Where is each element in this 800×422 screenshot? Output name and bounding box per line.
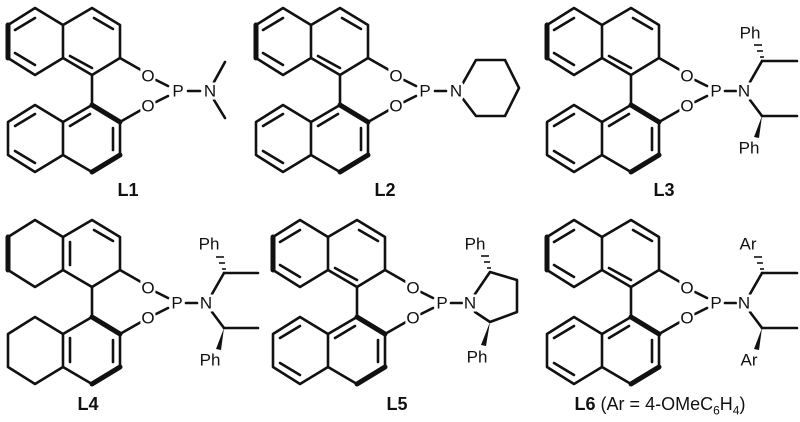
nitrogen-atom: N — [736, 81, 752, 101]
phosphorus-atom: P — [709, 81, 723, 101]
aryl-group: Ar — [738, 234, 758, 254]
phenyl-group: Ph — [198, 350, 222, 370]
oxygen-atom: O — [679, 278, 695, 298]
ligand-l6: O O P N Ar Ar L6 (Ar = 4-OMeC6H4) — [522, 212, 799, 422]
nitrogen-atom: N — [202, 81, 218, 101]
oxygen-atom: O — [388, 96, 404, 116]
binol-backbone — [5, 6, 227, 175]
ligand-label: L5 — [386, 394, 408, 414]
phenyl-group: Ph — [738, 23, 762, 43]
nitrogen-atom: N — [462, 293, 478, 313]
l4-structure — [5, 218, 260, 387]
oxygen-atom: O — [405, 278, 421, 298]
oxygen-atom: O — [679, 308, 695, 328]
nitrogen-atom: N — [198, 293, 214, 313]
ligand-label: L1 — [117, 180, 139, 200]
aryl-group: Ar — [739, 350, 759, 370]
l2-structure — [253, 6, 521, 175]
phosphorus-atom: P — [709, 293, 723, 313]
oxygen-atom: O — [388, 66, 404, 86]
phosphorus-atom: P — [171, 81, 185, 101]
ligand-l4: O O P N Ph Ph L4 — [0, 212, 270, 422]
l6-structure — [544, 218, 799, 387]
ligand-label: L2 — [374, 180, 396, 200]
oxygen-atom: O — [140, 66, 156, 86]
ligand-label: L3 — [653, 180, 675, 200]
oxygen-atom: O — [140, 278, 156, 298]
nitrogen-atom: N — [736, 293, 752, 313]
nitrogen-atom: N — [448, 81, 464, 101]
ligand-l3: O O P N Ph Ph L3 — [522, 0, 799, 210]
l3-structure — [544, 6, 799, 175]
ligand-l1: O O P N L1 — [0, 0, 270, 210]
phosphorus-atom: P — [418, 81, 432, 101]
l1-structure — [5, 6, 227, 175]
phenyl-group: Ph — [737, 138, 761, 158]
ligand-label: L6 (Ar = 4-OMeC6H4) — [574, 394, 746, 418]
ligand-l5: O O P N Ph Ph L5 — [265, 212, 535, 422]
oxygen-atom: O — [140, 96, 156, 116]
ligand-l2: O O P N L2 — [245, 0, 521, 210]
oxygen-atom: O — [679, 66, 695, 86]
l5-structure — [270, 218, 519, 387]
ligand-label: L4 — [77, 394, 99, 414]
oxygen-atom: O — [140, 308, 156, 328]
phenyl-group: Ph — [463, 234, 487, 254]
phenyl-group: Ph — [197, 234, 221, 254]
oxygen-atom: O — [405, 308, 421, 328]
phosphorus-atom: P — [435, 293, 449, 313]
phenyl-group: Ph — [465, 347, 489, 367]
phosphorus-atom: P — [170, 293, 184, 313]
oxygen-atom: O — [679, 96, 695, 116]
